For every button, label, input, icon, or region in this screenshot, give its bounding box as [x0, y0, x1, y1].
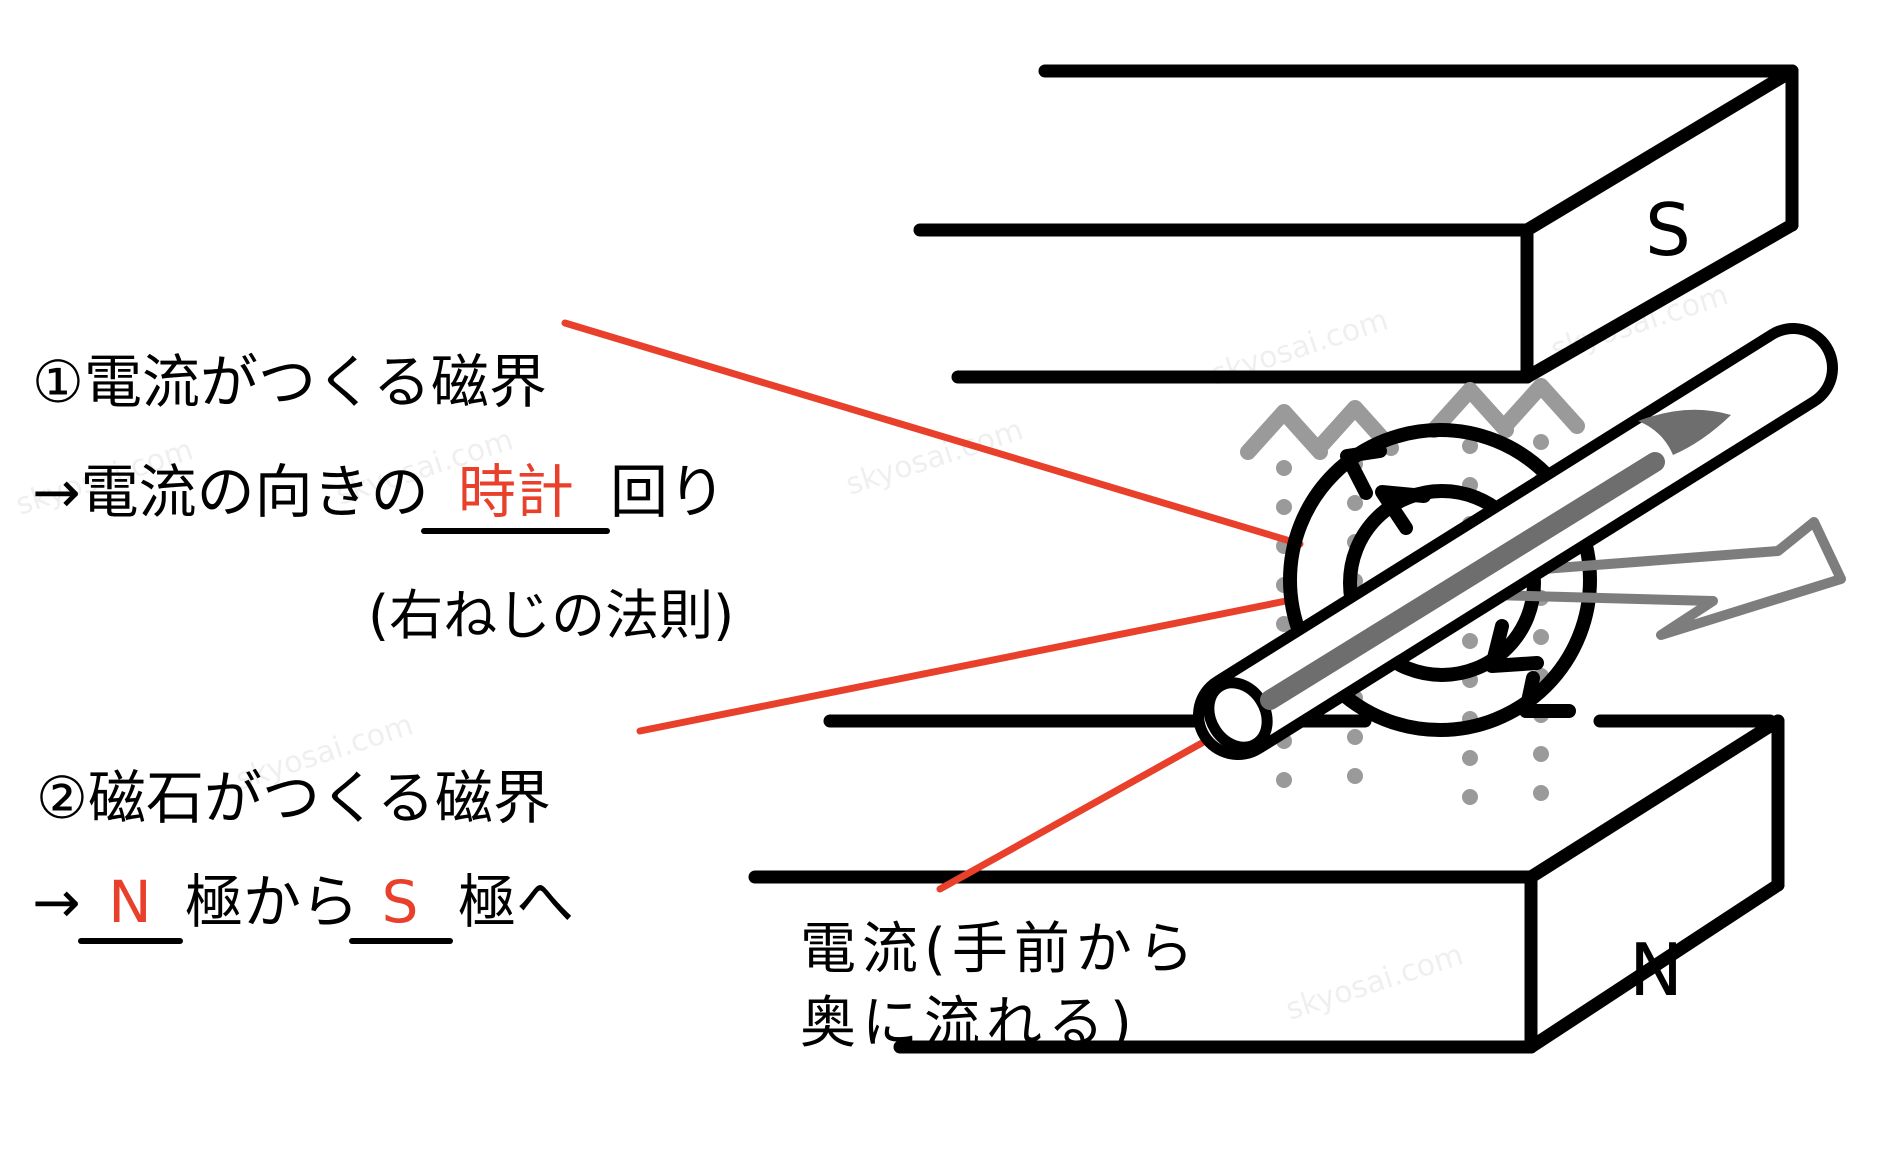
callout-line-current-field: [561, 319, 1304, 548]
current-direction-arrow: [1260, 409, 1731, 710]
field-circle-arrowhead-icon: [1375, 485, 1431, 535]
note2-arrow: →: [32, 868, 81, 936]
note2-mid: 極から: [185, 868, 359, 936]
n-pole-magnet: [748, 714, 1785, 1054]
n-magnet-top-right-diagonal: [1524, 714, 1785, 884]
magnet-field-lines: [1240, 378, 1585, 820]
current-label-line2: 奥に流れる): [800, 991, 1138, 1056]
note1-line1: ①電流がつくる磁界: [32, 348, 547, 416]
note2-line1: ②磁石がつくる磁界: [36, 764, 551, 832]
current-arrow-shaft: [1260, 452, 1665, 710]
field-circle-arrowhead-icon: [1340, 444, 1387, 500]
note1-line3-rule: (右ねじの法則): [368, 584, 734, 647]
callout-lines: [561, 319, 1304, 893]
field-up-chevron-icon: [1240, 404, 1328, 460]
note1-line2-suffix: 回り: [610, 458, 726, 526]
field-circle-outer: [1283, 423, 1597, 737]
current-field-circles: [1283, 423, 1597, 737]
callout-line-current-wire: [936, 725, 1231, 893]
note-magnet-field: ②磁石がつくる磁界 → N 極から S 極へ: [32, 764, 574, 944]
note1-line2-prefix: →電流の向きの: [32, 458, 429, 526]
note2-answer-s: S: [382, 868, 419, 936]
force-direction-arrow-icon: [1487, 517, 1846, 640]
current-arrow-head-icon: [1638, 409, 1731, 455]
n-pole-label: N: [1629, 928, 1683, 1012]
note2-answer-n: N: [108, 868, 151, 936]
field-up-chevron-icon: [1497, 378, 1585, 434]
s-magnet-top-right-diagonal: [1520, 64, 1799, 237]
note2-tail: 極へ: [458, 868, 574, 936]
callout-line-magnet-field: [636, 597, 1290, 735]
watermark-text: skyosai.com: [842, 412, 1028, 502]
n-magnet-side-bottom-diagonal: [1524, 878, 1785, 1054]
field-circle-arrowhead-icon: [1485, 619, 1544, 673]
s-pole-label: S: [1645, 188, 1691, 272]
note-current-field: ①電流がつくる磁界 →電流の向きの 時計 回り (右ねじの法則): [32, 348, 734, 647]
current-wire-label: 電流(手前から 奥に流れる): [800, 917, 1200, 1056]
field-up-chevron-icon: [1311, 400, 1399, 456]
s-pole-magnet: [913, 64, 1799, 384]
field-circle-arrowhead-icon: [1519, 671, 1576, 718]
field-up-chevron-icon: [1426, 382, 1514, 438]
current-label-line1: 電流(手前から: [800, 917, 1200, 982]
note1-answer-clockwise: 時計: [458, 458, 574, 526]
s-magnet-side-bottom-diagonal: [1520, 218, 1799, 384]
watermark-text: skyosai.com: [1282, 937, 1468, 1027]
